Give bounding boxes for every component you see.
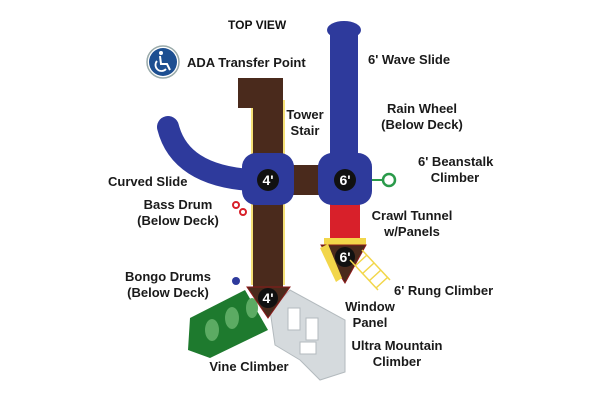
bongo-drums-label: (Below Deck) [127,285,209,300]
bass-drum-label: (Below Deck) [137,213,219,228]
vine-climber-label: Vine Climber [209,359,288,374]
bass-drum-label: Bass Drum [144,197,213,212]
ultra-mountain-label: Climber [373,354,421,369]
vine-climber [188,290,268,358]
svg-text:4': 4' [262,172,273,188]
beanstalk-label: 6' Beanstalk [418,154,494,169]
bongo-drums [232,277,240,285]
tower-stair-label: Stair [291,123,320,138]
rain-wheel-label: Rain Wheel [387,101,457,116]
window-panel-label: Window [345,299,396,314]
rung-climber-label: 6' Rung Climber [394,283,493,298]
deck-height-badge [258,288,278,308]
rung-climber [349,249,391,291]
window-panel-label: Panel [353,315,388,330]
tower-stair-label: Tower [286,107,323,122]
svg-text:6': 6' [339,172,350,188]
ada-transfer-point-label: ADA Transfer Point [187,55,306,70]
deck-height-label: 4' [262,290,273,306]
crawl-tunnel [330,203,360,239]
ultra-mountain-climber [269,289,346,381]
ultra-mountain-label: Ultra Mountain [352,338,443,353]
curved-slide [157,116,261,191]
crawl-tunnel-label: Crawl Tunnel [372,208,453,223]
wave-slide-label: 6' Wave Slide [368,52,450,67]
wheelchair-icon [146,45,180,79]
deck-4ft: 4' [242,153,294,205]
curved-slide-label: Curved Slide [108,174,187,189]
beanstalk-label: Climber [431,170,479,185]
deck-height-label: 6' [339,249,350,265]
diagram-title: TOP VIEW [228,18,287,32]
bass-drum [232,201,240,209]
crawl-tunnel-label: w/Panels [383,224,440,239]
rain-wheel-label: (Below Deck) [381,117,463,132]
bongo-drums-label: Bongo Drums [125,269,211,284]
beanstalk-climber [381,172,397,188]
deck-6ft: 6' [318,153,372,205]
